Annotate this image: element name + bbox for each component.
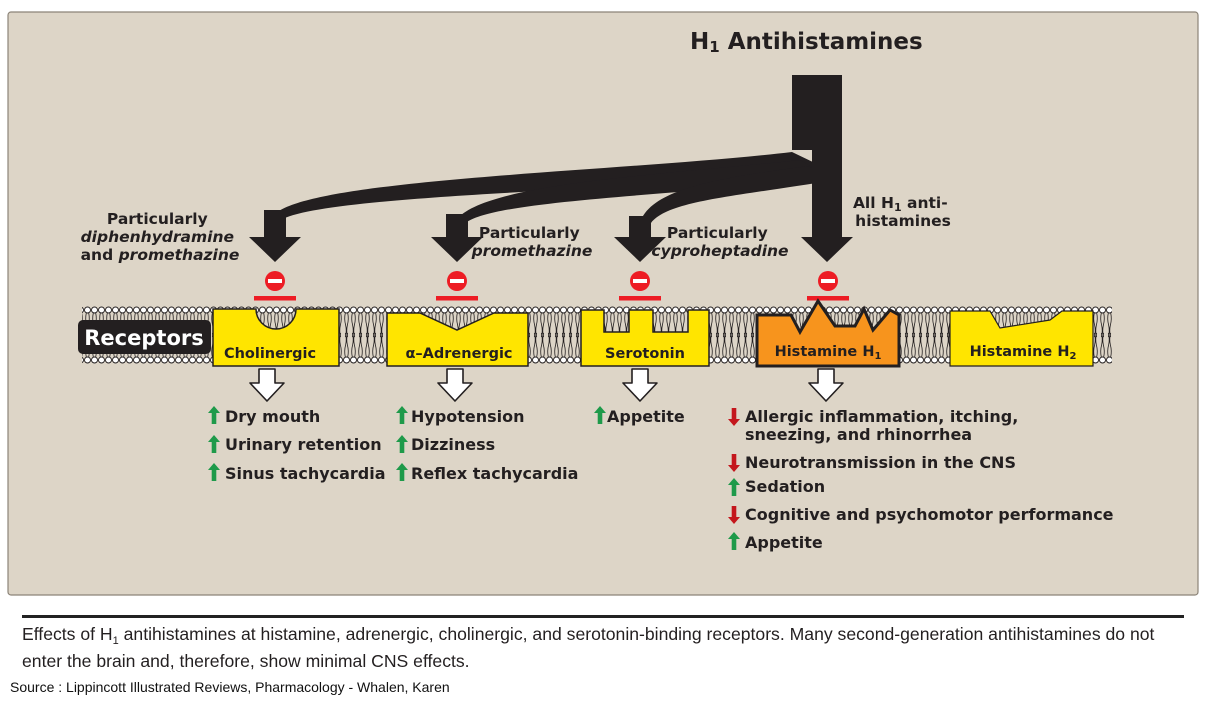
effect-item: Urinary retention (225, 435, 382, 454)
source-line: Source : Lippincott Illustrated Reviews,… (10, 679, 450, 695)
receptor-histamine-h2 (949, 310, 1094, 367)
diagram-title: H1 Antihistamines (690, 29, 923, 56)
effect-item: Appetite (607, 407, 685, 426)
effect-item: Dizziness (411, 435, 495, 454)
effect-item: Sinus tachycardia (225, 464, 386, 483)
diagram-panel (7, 11, 1199, 596)
effects-cholinergic: Dry mouth Urinary retention Sinus tachyc… (208, 406, 386, 483)
receptor-label-histamine-h2: Histamine H2 (970, 344, 1077, 362)
figure-caption: Effects of H1 antihistamines at histamin… (22, 624, 1155, 671)
receptor-adrenergic (386, 312, 529, 367)
receptor-label-serotonin: Serotonin (605, 346, 685, 362)
receptor-label-histamine-h1: Histamine H1 (775, 344, 882, 362)
receptors-label-box (78, 320, 211, 354)
drug-arrows (249, 75, 853, 262)
effect-item: Appetite (745, 533, 823, 552)
drug-label-adrenergic: Particularly promethazine (471, 224, 593, 260)
effect-item: Cognitive and psychomotor performance (745, 505, 1114, 524)
effect-item: Hypotension (411, 407, 525, 426)
effect-item: Neurotransmission in the CNS (745, 453, 1016, 472)
receptor-label-cholinergic: Cholinergic (224, 346, 316, 362)
receptor-cholinergic (212, 308, 340, 367)
receptors-label: Receptors (84, 326, 203, 350)
receptor-serotonin (580, 309, 710, 367)
effect-item: Sedation (745, 477, 825, 496)
diagram: H1 Antihistamines Particularly diphenhyd… (7, 11, 1199, 596)
effects-adrenergic: Hypotension Dizziness Reflex tachycardia (396, 406, 578, 483)
caption-rule (22, 615, 1184, 618)
drug-label-serotonin: Particularly cyproheptadine (651, 224, 788, 260)
effects-histamine-h1: Allergic inflammation, itching, sneezing… (728, 407, 1114, 552)
receptor-label-adrenergic: α–Adrenergic (405, 346, 512, 362)
drug-label-histamine: All H1 anti- histamines (853, 194, 953, 230)
drug-label-cholinergic: Particularly diphenhydramine and prometh… (81, 210, 240, 264)
effect-item: Dry mouth (225, 407, 320, 426)
receptor-histamine-h1 (755, 298, 901, 368)
effects-serotonin: Appetite (594, 406, 685, 426)
effect-item: Allergic inflammation, itching, sneezing… (745, 407, 1024, 444)
effect-item: Reflex tachycardia (411, 464, 578, 483)
